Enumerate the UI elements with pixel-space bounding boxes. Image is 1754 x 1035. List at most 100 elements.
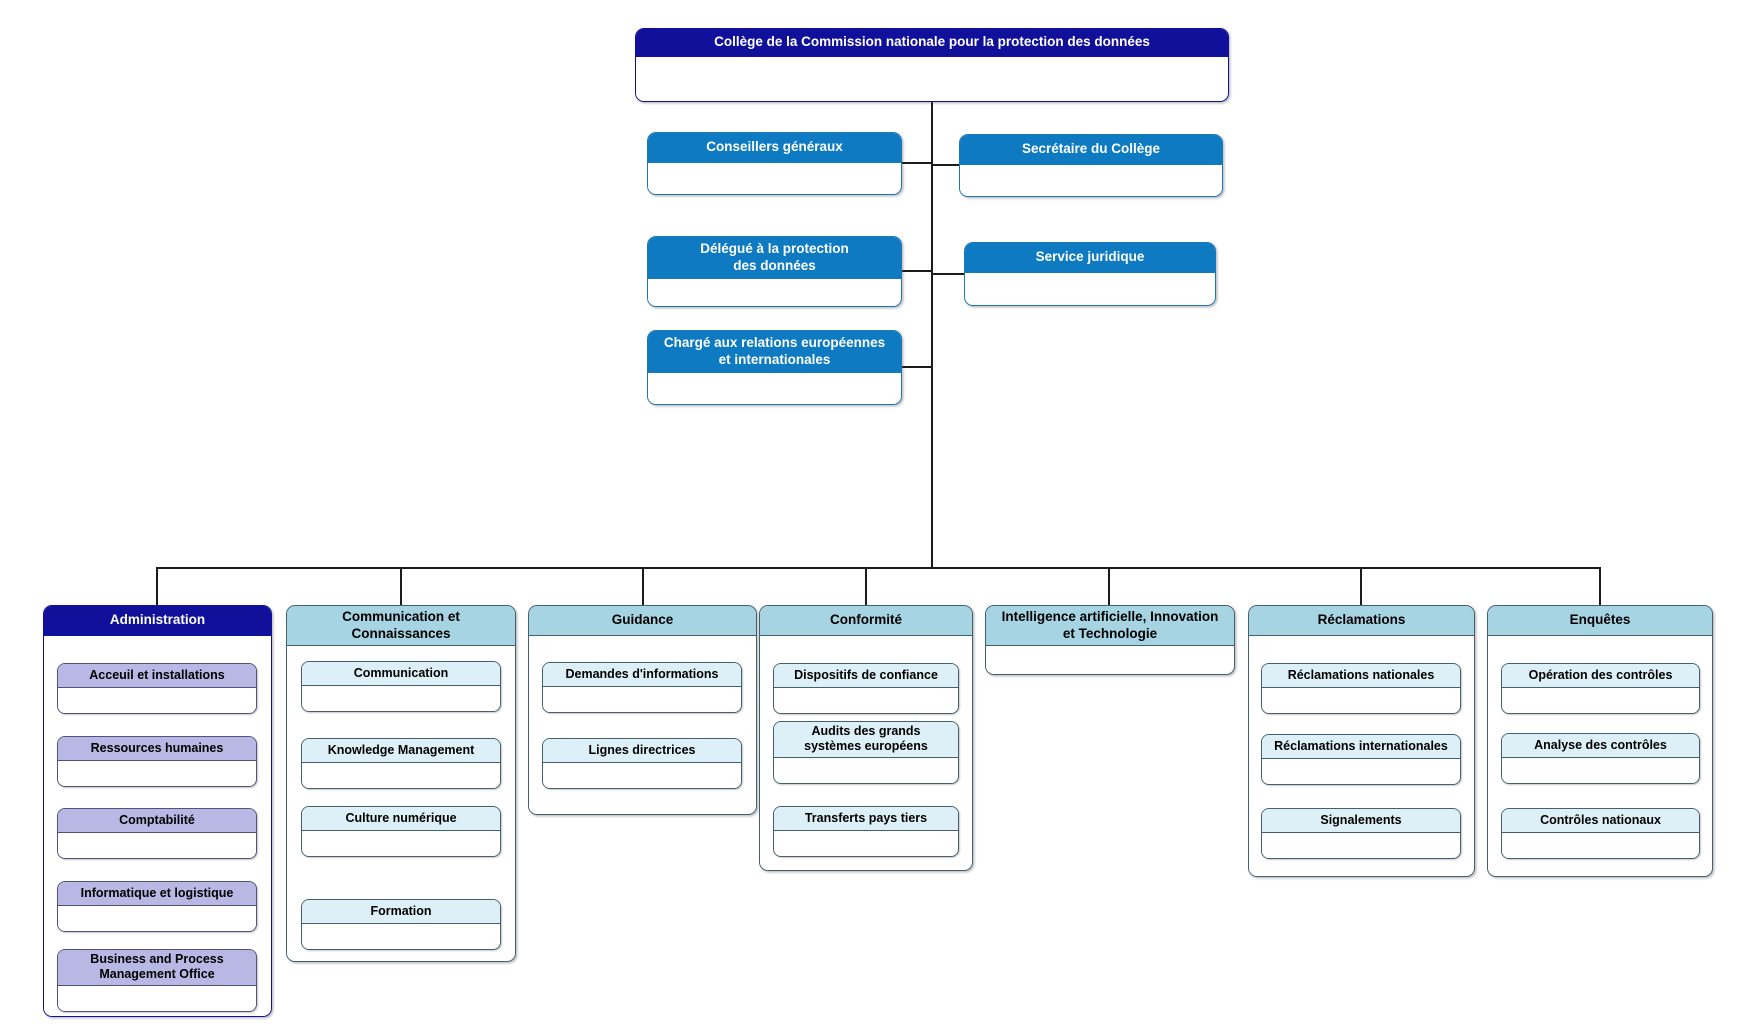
unit-business-process-management-office: Business and Process Management Office	[57, 949, 257, 1012]
unit-signalements-body	[1262, 833, 1460, 858]
unit-comptabilite: Comptabilité	[57, 808, 257, 859]
unit-informatique-et-logistique-body	[58, 906, 256, 931]
unit-demandes-informations: Demandes d'informations	[542, 662, 742, 713]
unit-communication-title: Communication	[302, 662, 500, 686]
staff-box-charge-relations-internationales: Chargé aux relations européennes et inte…	[647, 330, 902, 405]
dept-intelligence-artificielle: Intelligence artificielle, Innovation et…	[985, 605, 1235, 675]
unit-lignes-directrices: Lignes directrices	[542, 738, 742, 789]
dept-administration-title: Administration	[44, 606, 271, 636]
staff-box-delegue-protection-donnees-body	[648, 279, 901, 306]
unit-controles-nationaux-title: Contrôles nationaux	[1502, 809, 1699, 833]
connector-drop-administration	[156, 567, 158, 605]
unit-analyse-des-controles-title: Analyse des contrôles	[1502, 734, 1699, 758]
unit-formation-body	[302, 924, 500, 949]
unit-culture-numerique-body	[302, 831, 500, 856]
dept-enquetes-title: Enquêtes	[1488, 606, 1712, 636]
unit-controles-nationaux: Contrôles nationaux	[1501, 808, 1700, 859]
unit-knowledge-management: Knowledge Management	[301, 738, 501, 789]
org-box-college-title: Collège de la Commission nationale pour …	[636, 29, 1228, 57]
unit-acceuil-et-installations: Acceuil et installations	[57, 663, 257, 714]
unit-informatique-et-logistique: Informatique et logistique	[57, 881, 257, 932]
connector-drop-enquetes	[1599, 567, 1601, 605]
unit-reclamations-nationales-title: Réclamations nationales	[1262, 664, 1460, 688]
unit-ressources-humaines: Ressources humaines	[57, 736, 257, 787]
unit-ressources-humaines-title: Ressources humaines	[58, 737, 256, 761]
connector-row2-left	[902, 162, 932, 164]
connector-trunk	[931, 101, 933, 568]
org-box-college: Collège de la Commission nationale pour …	[635, 28, 1229, 102]
dept-communication-connaissances: Communication et Connaissances Communica…	[286, 605, 516, 962]
unit-reclamations-internationales-body	[1262, 759, 1460, 784]
unit-lignes-directrices-title: Lignes directrices	[543, 739, 741, 763]
unit-knowledge-management-body	[302, 763, 500, 788]
unit-demandes-informations-title: Demandes d'informations	[543, 663, 741, 687]
unit-operation-des-controles: Opération des contrôles	[1501, 663, 1700, 714]
dept-guidance: Guidance Demandes d'informations Lignes …	[528, 605, 757, 815]
dept-reclamations: Réclamations Réclamations nationales Réc…	[1248, 605, 1475, 877]
dept-reclamations-title: Réclamations	[1249, 606, 1474, 636]
unit-culture-numerique: Culture numérique	[301, 806, 501, 857]
dept-administration: Administration Acceuil et installations …	[43, 605, 272, 1017]
unit-audits-grands-systemes-europeens: Audits des grands systèmes européens	[773, 721, 959, 784]
unit-operation-des-controles-title: Opération des contrôles	[1502, 664, 1699, 688]
staff-box-service-juridique-title: Service juridique	[965, 243, 1215, 273]
staff-box-charge-relations-internationales-body	[648, 373, 901, 404]
unit-business-process-management-office-title: Business and Process Management Office	[58, 950, 256, 986]
unit-reclamations-internationales-title: Réclamations internationales	[1262, 735, 1460, 759]
dept-conformite: Conformité Dispositifs de confiance Audi…	[759, 605, 973, 871]
staff-box-service-juridique-body	[965, 273, 1215, 305]
connector-row3-right	[931, 273, 965, 275]
unit-dispositifs-de-confiance: Dispositifs de confiance	[773, 663, 959, 714]
unit-operation-des-controles-body	[1502, 688, 1699, 713]
staff-box-secretaire-college: Secrétaire du Collège	[959, 134, 1223, 197]
connector-drop-guidance	[642, 567, 644, 605]
connector-row3-left	[902, 270, 932, 272]
unit-analyse-des-controles-body	[1502, 758, 1699, 783]
unit-reclamations-internationales: Réclamations internationales	[1261, 734, 1461, 785]
connector-drop-intelligence	[1108, 567, 1110, 605]
unit-analyse-des-controles: Analyse des contrôles	[1501, 733, 1700, 784]
unit-formation-title: Formation	[302, 900, 500, 924]
connector-row4-left	[902, 366, 932, 368]
staff-box-conseillers-generaux: Conseillers généraux	[647, 132, 902, 195]
unit-reclamations-nationales: Réclamations nationales	[1261, 663, 1461, 714]
unit-communication-body	[302, 686, 500, 711]
unit-transferts-pays-tiers: Transferts pays tiers	[773, 806, 959, 857]
dept-communication-connaissances-title: Communication et Connaissances	[287, 606, 515, 646]
unit-acceuil-et-installations-title: Acceuil et installations	[58, 664, 256, 688]
unit-comptabilite-title: Comptabilité	[58, 809, 256, 833]
unit-audits-grands-systemes-europeens-title: Audits des grands systèmes européens	[774, 722, 958, 758]
org-box-college-body	[636, 57, 1228, 101]
connector-drop-reclamations	[1360, 567, 1362, 605]
unit-comptabilite-body	[58, 833, 256, 858]
unit-transferts-pays-tiers-body	[774, 831, 958, 856]
unit-signalements: Signalements	[1261, 808, 1461, 859]
staff-box-service-juridique: Service juridique	[964, 242, 1216, 306]
connector-drop-conformite	[865, 567, 867, 605]
staff-box-delegue-protection-donnees: Délégué à la protection des données	[647, 236, 902, 307]
unit-transferts-pays-tiers-title: Transferts pays tiers	[774, 807, 958, 831]
dept-guidance-title: Guidance	[529, 606, 756, 636]
unit-reclamations-nationales-body	[1262, 688, 1460, 713]
unit-culture-numerique-title: Culture numérique	[302, 807, 500, 831]
unit-lignes-directrices-body	[543, 763, 741, 788]
unit-informatique-et-logistique-title: Informatique et logistique	[58, 882, 256, 906]
unit-signalements-title: Signalements	[1262, 809, 1460, 833]
dept-enquetes: Enquêtes Opération des contrôles Analyse…	[1487, 605, 1713, 877]
dept-intelligence-artificielle-title: Intelligence artificielle, Innovation et…	[986, 606, 1234, 646]
unit-ressources-humaines-body	[58, 761, 256, 786]
staff-box-secretaire-college-title: Secrétaire du Collège	[960, 135, 1222, 165]
staff-box-secretaire-college-body	[960, 165, 1222, 196]
staff-box-charge-relations-internationales-title: Chargé aux relations européennes et inte…	[648, 331, 901, 373]
connector-departments-bus	[156, 567, 1601, 569]
staff-box-conseillers-generaux-body	[648, 163, 901, 194]
dept-intelligence-artificielle-body	[986, 646, 1234, 674]
unit-formation: Formation	[301, 899, 501, 950]
unit-demandes-informations-body	[543, 687, 741, 712]
unit-dispositifs-de-confiance-title: Dispositifs de confiance	[774, 664, 958, 688]
staff-box-conseillers-generaux-title: Conseillers généraux	[648, 133, 901, 163]
unit-knowledge-management-title: Knowledge Management	[302, 739, 500, 763]
connector-drop-communication	[400, 567, 402, 605]
unit-controles-nationaux-body	[1502, 833, 1699, 858]
